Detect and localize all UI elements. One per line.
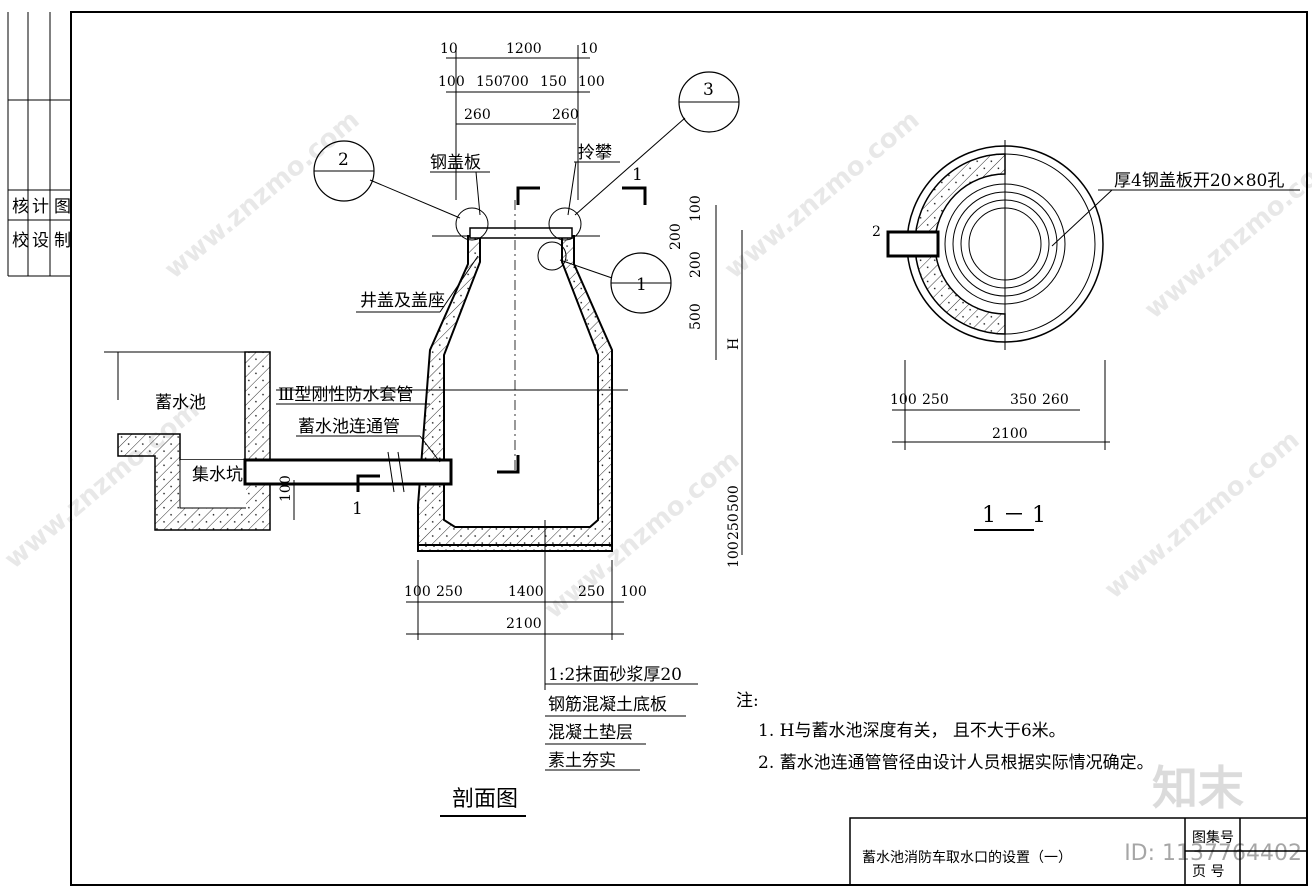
dim-top: 150 — [540, 74, 567, 90]
well-wall — [417, 235, 613, 546]
sidebar-char: 图 — [54, 197, 71, 217]
plan-view: 2 厚4钢盖板开20×80孔 100 250 350 260 2100 1 － … — [872, 140, 1300, 531]
dim-bottom: 250 — [436, 584, 463, 600]
layer-label: 钢筋混凝土底板 — [548, 695, 667, 715]
dim-sump: 100 — [278, 475, 294, 502]
connecting-pipe — [243, 458, 453, 486]
label-reservoir: 蓄水池 — [155, 393, 206, 413]
callout-3: 3 — [703, 80, 714, 100]
sidebar-grid — [7, 12, 71, 277]
dim-right-H: H — [726, 338, 742, 350]
sidebar-char: 设 — [32, 231, 49, 251]
label-pipe: 蓄水池连通管 — [298, 417, 400, 437]
dim-bottom-total: 2100 — [506, 616, 542, 632]
callout-1: 1 — [636, 275, 647, 295]
dim-top: 700 — [502, 74, 529, 90]
dim-right: 200 — [668, 223, 684, 250]
notes-heading: 注: — [736, 691, 759, 711]
plan-dim-total: 2100 — [992, 426, 1028, 442]
watermark-id: ID: 1137764402 — [1124, 841, 1302, 866]
dim-top: 100 — [578, 74, 605, 90]
dim-right: 100 — [726, 541, 742, 568]
dim-right: 100 — [688, 195, 704, 222]
dim-bottom: 100 — [404, 584, 431, 600]
section-title: 剖面图 — [452, 787, 518, 812]
dim-top: 100 — [438, 74, 465, 90]
plan-dim: 260 — [1042, 392, 1069, 408]
dim-top: 260 — [552, 107, 579, 123]
dim-bottom: 250 — [578, 584, 605, 600]
title-block-title: 蓄水池消防车取水口的设置（一） — [862, 849, 1072, 866]
note-item: 2. 蓄水池连通管管径由设计人员根据实际情况确定。 — [758, 753, 1154, 773]
plan-cover-label: 厚4钢盖板开20×80孔 — [1114, 171, 1284, 191]
plan-dim: 100 — [890, 392, 917, 408]
dim-top: 10 — [440, 41, 458, 57]
title-block — [849, 817, 1308, 886]
label-ladder: 拎攀 — [578, 143, 612, 163]
sidebar-char: 制 — [54, 231, 71, 251]
cut-label-bottom: 1 — [352, 499, 363, 519]
dim-top: 1200 — [506, 41, 542, 57]
label-sump: 集水坑 — [192, 465, 243, 485]
title-block-page: 页 号 — [1192, 864, 1224, 880]
sidebar-char: 校 — [12, 231, 29, 251]
sheet-frame — [70, 11, 1308, 886]
callout-2: 2 — [338, 150, 349, 170]
layer-label: 混凝土垫层 — [548, 723, 633, 743]
layer-label: 素土夯实 — [548, 751, 616, 771]
label-well-cover: 井盖及盖座 — [360, 291, 445, 311]
cut-label: 1 — [632, 165, 643, 185]
label-sleeve: Ⅲ型刚性防水套管 — [278, 385, 413, 405]
plan-title: 1 － 1 — [982, 503, 1046, 528]
dim-right: 200 — [688, 251, 704, 278]
plan-dim: 250 — [922, 392, 949, 408]
section-view: 1 2 3 1 钢盖板 拎攀 井盖及盖座 蓄水池 集 — [104, 41, 743, 817]
plan-pipe — [886, 230, 940, 258]
note-item: 1. H与蓄水池深度有关， 且不大于6米。 — [758, 721, 1066, 741]
sidebar-char: 核 — [12, 197, 29, 217]
dim-top: 260 — [464, 107, 491, 123]
title-block-atlas: 图集号 — [1192, 829, 1234, 846]
base-slab — [417, 544, 613, 552]
plan-dim: 350 — [1010, 392, 1037, 408]
dim-right: 250 — [726, 513, 742, 540]
dim-right: 500 — [688, 303, 704, 330]
sidebar-char: 计 — [32, 197, 49, 217]
dim-bottom: 100 — [620, 584, 647, 600]
dim-right: 500 — [726, 485, 742, 512]
watermark-logo: 知末 — [1152, 761, 1244, 815]
plan-pipe-label: 2 — [872, 224, 881, 240]
dim-top: 150 — [476, 74, 503, 90]
dim-bottom: 1400 — [508, 584, 544, 600]
steel-cover — [469, 227, 573, 239]
dim-top: 10 — [580, 41, 598, 57]
layer-label: 1:2抹面砂浆厚20 — [548, 665, 682, 685]
